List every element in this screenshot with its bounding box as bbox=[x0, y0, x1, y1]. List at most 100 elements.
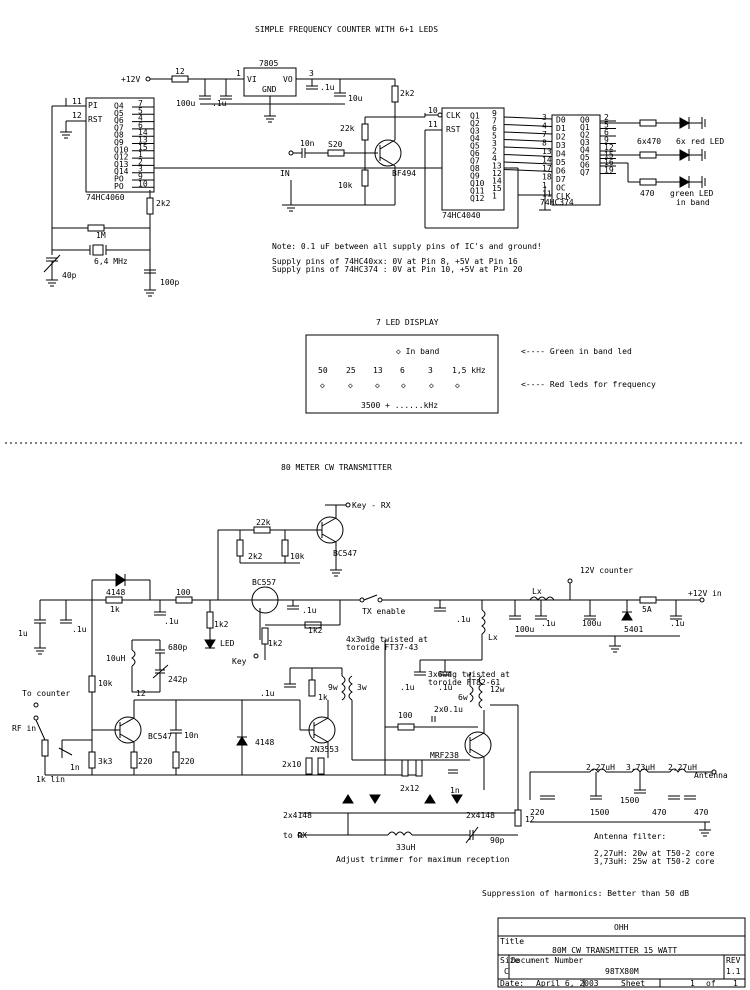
r-10k-tx-label: 10k bbox=[290, 552, 305, 561]
u4060-pin-number: 2 bbox=[138, 157, 143, 166]
r-1k2-c-label: 1k2 bbox=[308, 626, 323, 635]
u4040-pin-number: 2 bbox=[492, 147, 497, 156]
u4060-pin-label: Q6 bbox=[114, 116, 124, 125]
in-label: IN bbox=[280, 169, 290, 178]
u4060-pin12: 12 bbox=[72, 111, 82, 120]
display-red-note: <---- Red leds for frequency bbox=[521, 380, 656, 389]
u4040-pin-number: 1 bbox=[492, 192, 497, 201]
transformer-12w bbox=[478, 675, 483, 709]
c242p-label: 242p bbox=[168, 675, 187, 684]
filter-note-2: 3,73uH: 25w at T50-2 core bbox=[594, 857, 715, 866]
inductor-33uh bbox=[387, 831, 413, 836]
supply-tx-label: +12V in bbox=[688, 589, 722, 598]
u4040-pin-label: Q1 bbox=[470, 112, 480, 121]
u4040-pin-label: Q9 bbox=[470, 172, 480, 181]
u374-in-number: 8 bbox=[542, 139, 547, 148]
bus-line bbox=[503, 131, 553, 135]
c10u-label: 10u bbox=[348, 94, 363, 103]
u4040-pin-label: Q6 bbox=[470, 149, 480, 158]
bf494-label: BF494 bbox=[392, 169, 416, 178]
transformer-primary bbox=[341, 675, 346, 701]
c1u-e-label: .1u bbox=[541, 619, 556, 628]
c100u-label: 100u bbox=[176, 99, 195, 108]
diode-4148-mid bbox=[236, 736, 248, 746]
green-led-label-2: in band bbox=[676, 198, 710, 207]
r-470 bbox=[639, 178, 657, 186]
u374-in-label: D6 bbox=[556, 167, 566, 176]
tx-enable-label: TX enable bbox=[362, 607, 406, 616]
sheet-value: 1 bbox=[690, 979, 695, 988]
c1u-c-tx-label: .1u bbox=[302, 606, 317, 615]
u4060-pin-number: 14 bbox=[138, 128, 148, 137]
r-3k3 bbox=[88, 751, 96, 769]
c680p-label: 680p bbox=[168, 643, 187, 652]
bus-line bbox=[503, 146, 553, 150]
of-value: 1 bbox=[733, 979, 738, 988]
bc547-top-label: BC547 bbox=[333, 549, 357, 558]
u374-out-number: 2 bbox=[604, 113, 609, 122]
u374-in-label: D0 bbox=[556, 116, 566, 125]
d2x4148b-label: 2x4148 bbox=[466, 811, 495, 820]
r-10k-osc-label: 10k bbox=[98, 679, 113, 688]
d4148-mid-label: 4148 bbox=[255, 738, 274, 747]
r-10k bbox=[361, 169, 369, 187]
u374-in-number: 18 bbox=[542, 173, 552, 182]
u4040-pin-number: 6 bbox=[492, 124, 497, 133]
u4060-pin-label: PO bbox=[114, 175, 124, 184]
regulator-7805 bbox=[243, 67, 297, 97]
r-10k-osc bbox=[88, 675, 96, 693]
sheet-label: Sheet bbox=[621, 979, 645, 988]
u4040-pin-label: Q11 bbox=[470, 187, 485, 196]
u374-in-label: D4 bbox=[556, 150, 566, 159]
display-base: 3500 + ......kHz bbox=[361, 401, 438, 410]
pa-stage: 3x6wdg twisted at toroide FT82-61 .1u .1… bbox=[384, 640, 519, 810]
note-1: Note: 0.1 uF between all supply pins of … bbox=[272, 242, 542, 251]
u374-out-label: Q4 bbox=[580, 146, 590, 155]
filter-title: Antenna filter: bbox=[594, 832, 666, 841]
driver-stage: 4x3wdg twisted at toroide FT37-43 9w 3w … bbox=[260, 635, 470, 775]
r-supply bbox=[171, 75, 189, 83]
r-1k2-a-label: 1k2 bbox=[214, 620, 229, 629]
doc-title: 80M CW TRANSMITTER 15 WATT bbox=[552, 946, 677, 955]
r-10k-tx bbox=[281, 539, 289, 557]
date-value: April 6, 2003 bbox=[536, 979, 599, 988]
l10uh-label: 10uH bbox=[106, 654, 125, 663]
r-12-rx bbox=[514, 809, 522, 827]
tx-enable-switch bbox=[359, 597, 365, 603]
u4060-pin-label: Q10 bbox=[114, 145, 129, 154]
c100u-2-label: 100u bbox=[582, 619, 601, 628]
u4040-pin10: 10 bbox=[428, 106, 438, 115]
led-outputs: 6x470 6x red LED 470 green LED in band bbox=[600, 117, 724, 207]
l33uh-label: 33uH bbox=[396, 843, 415, 852]
title-block: OHH Title 80M CW TRANSMITTER 15 WATT Siz… bbox=[497, 917, 746, 988]
xtal-label: 6,4 MHz bbox=[94, 257, 128, 266]
u4060-pin-label: Q9 bbox=[114, 138, 124, 147]
r-22k-label: 22k bbox=[340, 124, 355, 133]
c1500a-label: 1500 bbox=[590, 808, 609, 817]
c1u-f-label: .1u bbox=[670, 619, 685, 628]
inductor-2-27uh-a bbox=[589, 768, 607, 773]
c470b-label: 470 bbox=[694, 808, 709, 817]
u4040-pin-number: 15 bbox=[492, 184, 502, 193]
u374-in-label: OC bbox=[556, 184, 566, 193]
r-2k2-tx bbox=[236, 539, 244, 557]
r-supply-label: 12 bbox=[175, 67, 185, 76]
u4060-pin-number: 15 bbox=[138, 143, 148, 152]
r-22k-tx bbox=[253, 526, 271, 534]
u4040-pin-label: Q8 bbox=[470, 164, 480, 173]
title-label: Title bbox=[500, 937, 524, 946]
u374-out-label: Q2 bbox=[580, 131, 590, 140]
u4040-pin-number: 12 bbox=[492, 169, 502, 178]
inductor-lx-2 bbox=[481, 609, 486, 635]
u4060-pin-number: 13 bbox=[138, 136, 148, 145]
display-title: 7 LED DISPLAY bbox=[376, 318, 439, 327]
rf-in-label: RF in bbox=[12, 724, 36, 733]
u4060-pin-number: 10 bbox=[138, 179, 148, 188]
supply-section: +12V 12 7805 VI VO GND 1 3 100u .1u .1u … bbox=[121, 59, 425, 123]
c10n-tx-label: 10n bbox=[184, 731, 199, 740]
u4040-pin-number: 3 bbox=[492, 139, 497, 148]
c1u-g-label: .1u bbox=[260, 689, 275, 698]
u374-out-label: Q5 bbox=[580, 153, 590, 162]
led-green bbox=[679, 176, 691, 188]
